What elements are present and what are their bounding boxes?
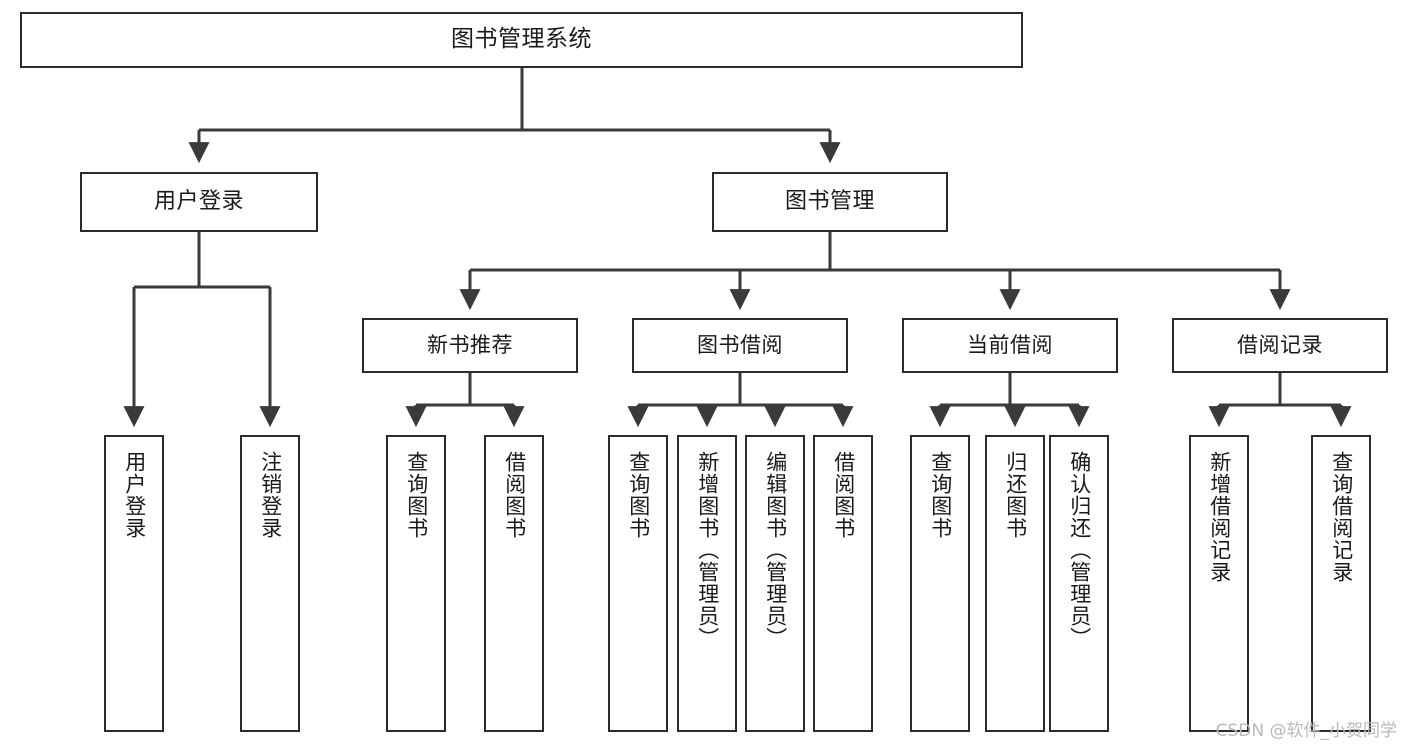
node-label: 确认归还（管理员） bbox=[1067, 451, 1092, 649]
node-label: 注销登录 bbox=[258, 451, 283, 539]
leaf-borrow-edit-book-admin[interactable]: 编辑图书（管理员） bbox=[745, 435, 805, 732]
node-label: 查询图书 bbox=[404, 451, 429, 539]
node-root-system[interactable]: 图书管理系统 bbox=[20, 12, 1023, 68]
node-label: 编辑图书（管理员） bbox=[763, 451, 788, 649]
node-label: 借阅图书 bbox=[831, 451, 856, 539]
node-label: 图书借阅 bbox=[697, 333, 783, 358]
watermark: CSDN @软件_小贺同学 bbox=[1215, 721, 1397, 741]
node-current-borrow[interactable]: 当前借阅 bbox=[902, 318, 1118, 373]
leaf-record-add-record[interactable]: 新增借阅记录 bbox=[1189, 435, 1249, 732]
node-new-book-recommend[interactable]: 新书推荐 bbox=[362, 318, 578, 373]
leaf-recommend-query-book[interactable]: 查询图书 bbox=[386, 435, 446, 732]
leaf-user-logout[interactable]: 注销登录 bbox=[240, 435, 300, 732]
node-label: 借阅记录 bbox=[1237, 333, 1323, 358]
node-label: 归还图书 bbox=[1003, 451, 1028, 539]
node-borrow-record[interactable]: 借阅记录 bbox=[1172, 318, 1388, 373]
node-label: 新增图书（管理员） bbox=[695, 451, 720, 649]
node-label: 查询借阅记录 bbox=[1329, 451, 1354, 583]
node-label: 借阅图书 bbox=[502, 451, 527, 539]
node-user-login[interactable]: 用户登录 bbox=[80, 172, 318, 232]
node-label: 查询图书 bbox=[928, 451, 953, 539]
node-label: 图书管理系统 bbox=[451, 26, 592, 53]
leaf-borrow-add-book-admin[interactable]: 新增图书（管理员） bbox=[677, 435, 737, 732]
leaf-current-confirm-return-admin[interactable]: 确认归还（管理员） bbox=[1049, 435, 1109, 732]
leaf-recommend-borrow-book[interactable]: 借阅图书 bbox=[484, 435, 544, 732]
node-label: 当前借阅 bbox=[967, 333, 1053, 358]
node-book-management[interactable]: 图书管理 bbox=[712, 172, 948, 232]
leaf-current-query-book[interactable]: 查询图书 bbox=[910, 435, 970, 732]
leaf-record-query-record[interactable]: 查询借阅记录 bbox=[1311, 435, 1371, 732]
leaf-current-return-book[interactable]: 归还图书 bbox=[985, 435, 1045, 732]
node-label: 新书推荐 bbox=[427, 333, 513, 358]
node-label: 用户登录 bbox=[122, 451, 147, 539]
node-book-borrow[interactable]: 图书借阅 bbox=[632, 318, 848, 373]
leaf-borrow-query-book[interactable]: 查询图书 bbox=[608, 435, 668, 732]
node-label: 用户登录 bbox=[153, 189, 244, 215]
leaf-borrow-borrow-book[interactable]: 借阅图书 bbox=[813, 435, 873, 732]
leaf-user-login[interactable]: 用户登录 bbox=[104, 435, 164, 732]
node-label: 图书管理 bbox=[784, 189, 875, 215]
node-label: 新增借阅记录 bbox=[1207, 451, 1232, 583]
node-label: 查询图书 bbox=[626, 451, 651, 539]
